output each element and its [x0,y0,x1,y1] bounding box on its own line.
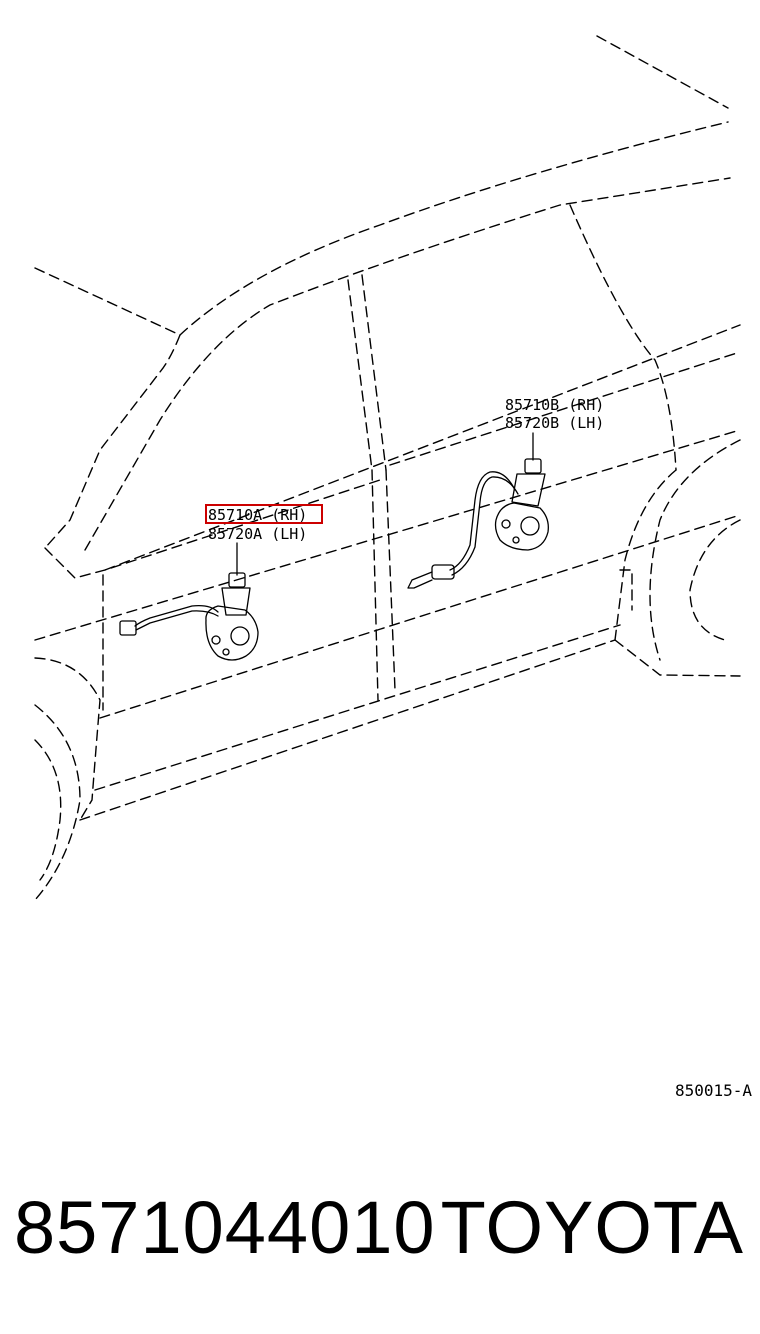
rear-regulator-motor [407,432,549,589]
footer: 8571044010 TOYOTA [0,1185,760,1285]
brand-name: TOYOTA [440,1186,744,1269]
front-regulator-motor [119,542,259,661]
highlight-box [205,504,323,524]
label-85710b-rh[interactable]: 85710B (RH) [505,396,604,414]
vehicle-outline [34,35,741,901]
diagram-code: 850015-A [674,1081,752,1100]
part-number: 8571044010 [14,1186,436,1269]
label-85720a-lh[interactable]: 85720A (LH) [208,525,307,543]
label-85710a-rh[interactable]: 85710A (RH) [208,506,307,524]
label-85720b-lh[interactable]: 85720B (LH) [505,414,604,432]
